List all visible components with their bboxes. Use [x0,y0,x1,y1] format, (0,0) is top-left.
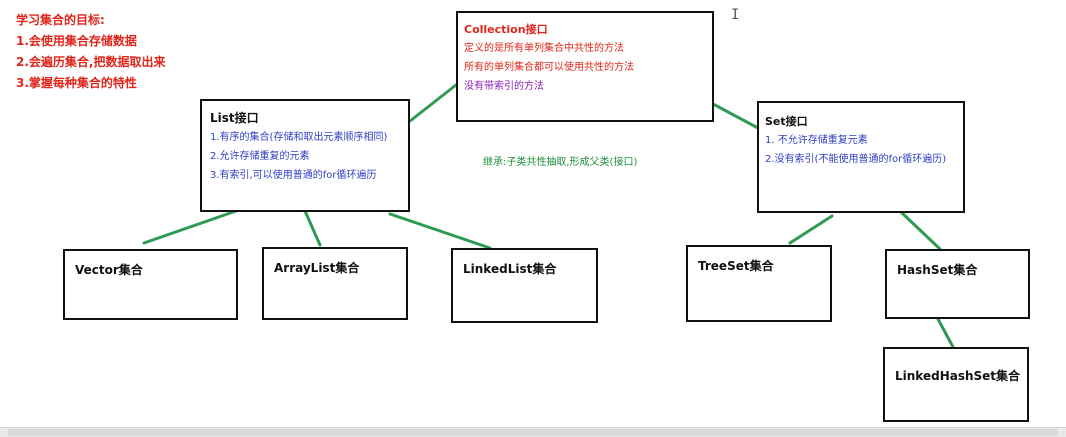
list-interface-box: List接口 1.有序的集合(存储和取出元素顺序相同) 2.允许存储重复的元素 … [200,99,410,212]
collection-title: Collection接口 [464,23,548,36]
vector-class-box: Vector集合 [63,249,238,320]
link-list-arraylist [303,209,322,247]
set-interface-box: Set接口 1. 不允许存储重复元素 2.没有索引(不能使用普通的for循环遍历… [757,101,965,213]
list-line-3: 3.有索引,可以使用普通的for循环遍历 [210,170,377,181]
list-line-2: 2.允许存储重复的元素 [210,151,310,162]
list-title: List接口 [210,111,259,125]
scrollbar-thumb[interactable] [8,429,1058,436]
goal-item-3: 3.掌握每种集合的特性 [16,76,137,90]
arraylist-class-box: ArrayList集合 [262,247,408,320]
goals-title: 学习集合的目标: [16,13,105,27]
collection-line-3: 没有带索引的方法 [464,81,544,92]
link-list-vector [142,209,238,245]
linkedhashset-label: LinkedHashSet集合 [895,369,1021,383]
arraylist-label: ArrayList集合 [274,261,360,275]
text-cursor-icon: I [731,7,740,23]
hashset-class-box: HashSet集合 [885,249,1030,319]
link-collection-list [408,83,458,123]
link-collection-set [711,102,760,130]
learning-goals: 学习集合的目标: 1.会使用集合存储数据 2.会遍历集合,把数据取出来 3.掌握… [16,10,165,94]
set-line-1: 1. 不允许存储重复元素 [765,135,868,146]
set-title: Set接口 [765,115,808,128]
set-line-2: 2.没有索引(不能使用普通的for循环遍历) [765,154,947,165]
horizontal-scrollbar[interactable] [0,427,1066,437]
goal-item-1: 1.会使用集合存储数据 [16,34,137,48]
goal-item-2: 2.会遍历集合,把数据取出来 [16,55,166,69]
linkedlist-class-box: LinkedList集合 [451,248,598,323]
hashset-label: HashSet集合 [897,263,978,277]
inheritance-note: 继承:子类共性抽取,形成父类(接口) [483,157,638,168]
linkedlist-label: LinkedList集合 [463,262,557,276]
list-line-1: 1.有序的集合(存储和取出元素顺序相同) [210,132,388,143]
vector-label: Vector集合 [75,263,143,277]
collection-interface-box: Collection接口 定义的是所有单列集合中共性的方法 所有的单列集合都可以… [456,11,714,122]
link-hashset-linkedhashset [936,317,955,349]
collection-line-1: 定义的是所有单列集合中共性的方法 [464,43,624,54]
treeset-class-box: TreeSet集合 [686,245,832,322]
treeset-label: TreeSet集合 [698,259,774,273]
link-set-hashset [900,211,942,251]
collection-line-2: 所有的单列集合都可以使用共性的方法 [464,62,634,73]
link-set-treeset [788,214,834,245]
link-list-linkedlist [388,212,492,250]
linkedhashset-class-box: LinkedHashSet集合 [883,347,1029,422]
